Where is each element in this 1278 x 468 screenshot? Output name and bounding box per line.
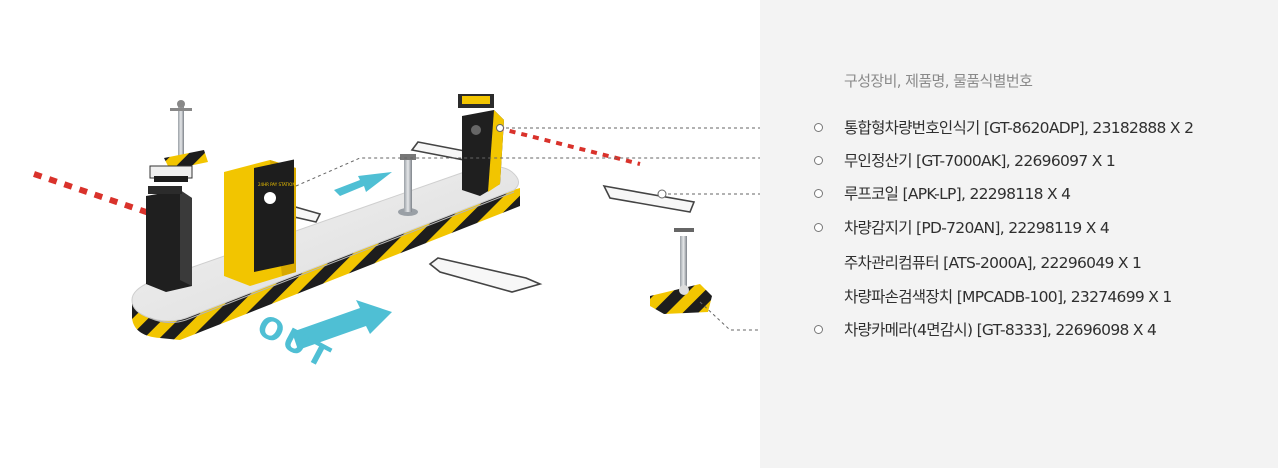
- bullet-marker: [814, 123, 823, 132]
- spec-item-label: 루프코일 [APK-LP], 22298118 X 4: [844, 185, 1071, 203]
- bullet-marker: [814, 223, 823, 232]
- direction-arrow-icon: [334, 172, 392, 196]
- out-floor-text: OUT: [251, 308, 337, 376]
- component-spec-panel: 구성장비, 제품명, 물품식별번호 통합형차량번호인식기 [GT-8620ADP…: [760, 0, 1278, 468]
- left-barrier-gate: [33, 171, 192, 292]
- spec-item-label: 통합형차량번호인식기 [GT-8620ADP], 23182888 X 2: [844, 119, 1194, 137]
- vehicle-camera-right: [650, 228, 712, 314]
- spec-item-label: 차량카메라(4면감시) [GT-8333], 22696098 X 4: [844, 321, 1157, 339]
- license-plate-recognizer: [458, 94, 641, 196]
- spec-item-label: 주차관리컴퓨터 [ATS-2000A], 22296049 X 1: [844, 254, 1142, 272]
- kiosk-screen-label: 24HR PAY STATION: [258, 182, 295, 187]
- spec-item-label: 차량감지기 [PD-720AN], 22298119 X 4: [844, 219, 1110, 237]
- loop-coil-icon: [289, 141, 696, 293]
- pay-station-kiosk: 24HR PAY STATION: [224, 159, 296, 286]
- spec-item-label: 차량파손검색장치 [MPCADB-100], 23274699 X 1: [844, 288, 1172, 306]
- out-floor-marking: OUT: [251, 300, 392, 377]
- parking-system-illustration: OUT 24HR PAY STATION: [33, 94, 712, 377]
- bullet-marker: [814, 325, 823, 334]
- bullet-marker: [814, 189, 823, 198]
- panel-heading: 구성장비, 제품명, 물품식별번호: [844, 72, 1033, 90]
- bullet-marker: [814, 156, 823, 165]
- vehicle-camera-left: [149, 100, 208, 182]
- spec-item-label: 무인정산기 [GT-7000AK], 22696097 X 1: [844, 152, 1116, 170]
